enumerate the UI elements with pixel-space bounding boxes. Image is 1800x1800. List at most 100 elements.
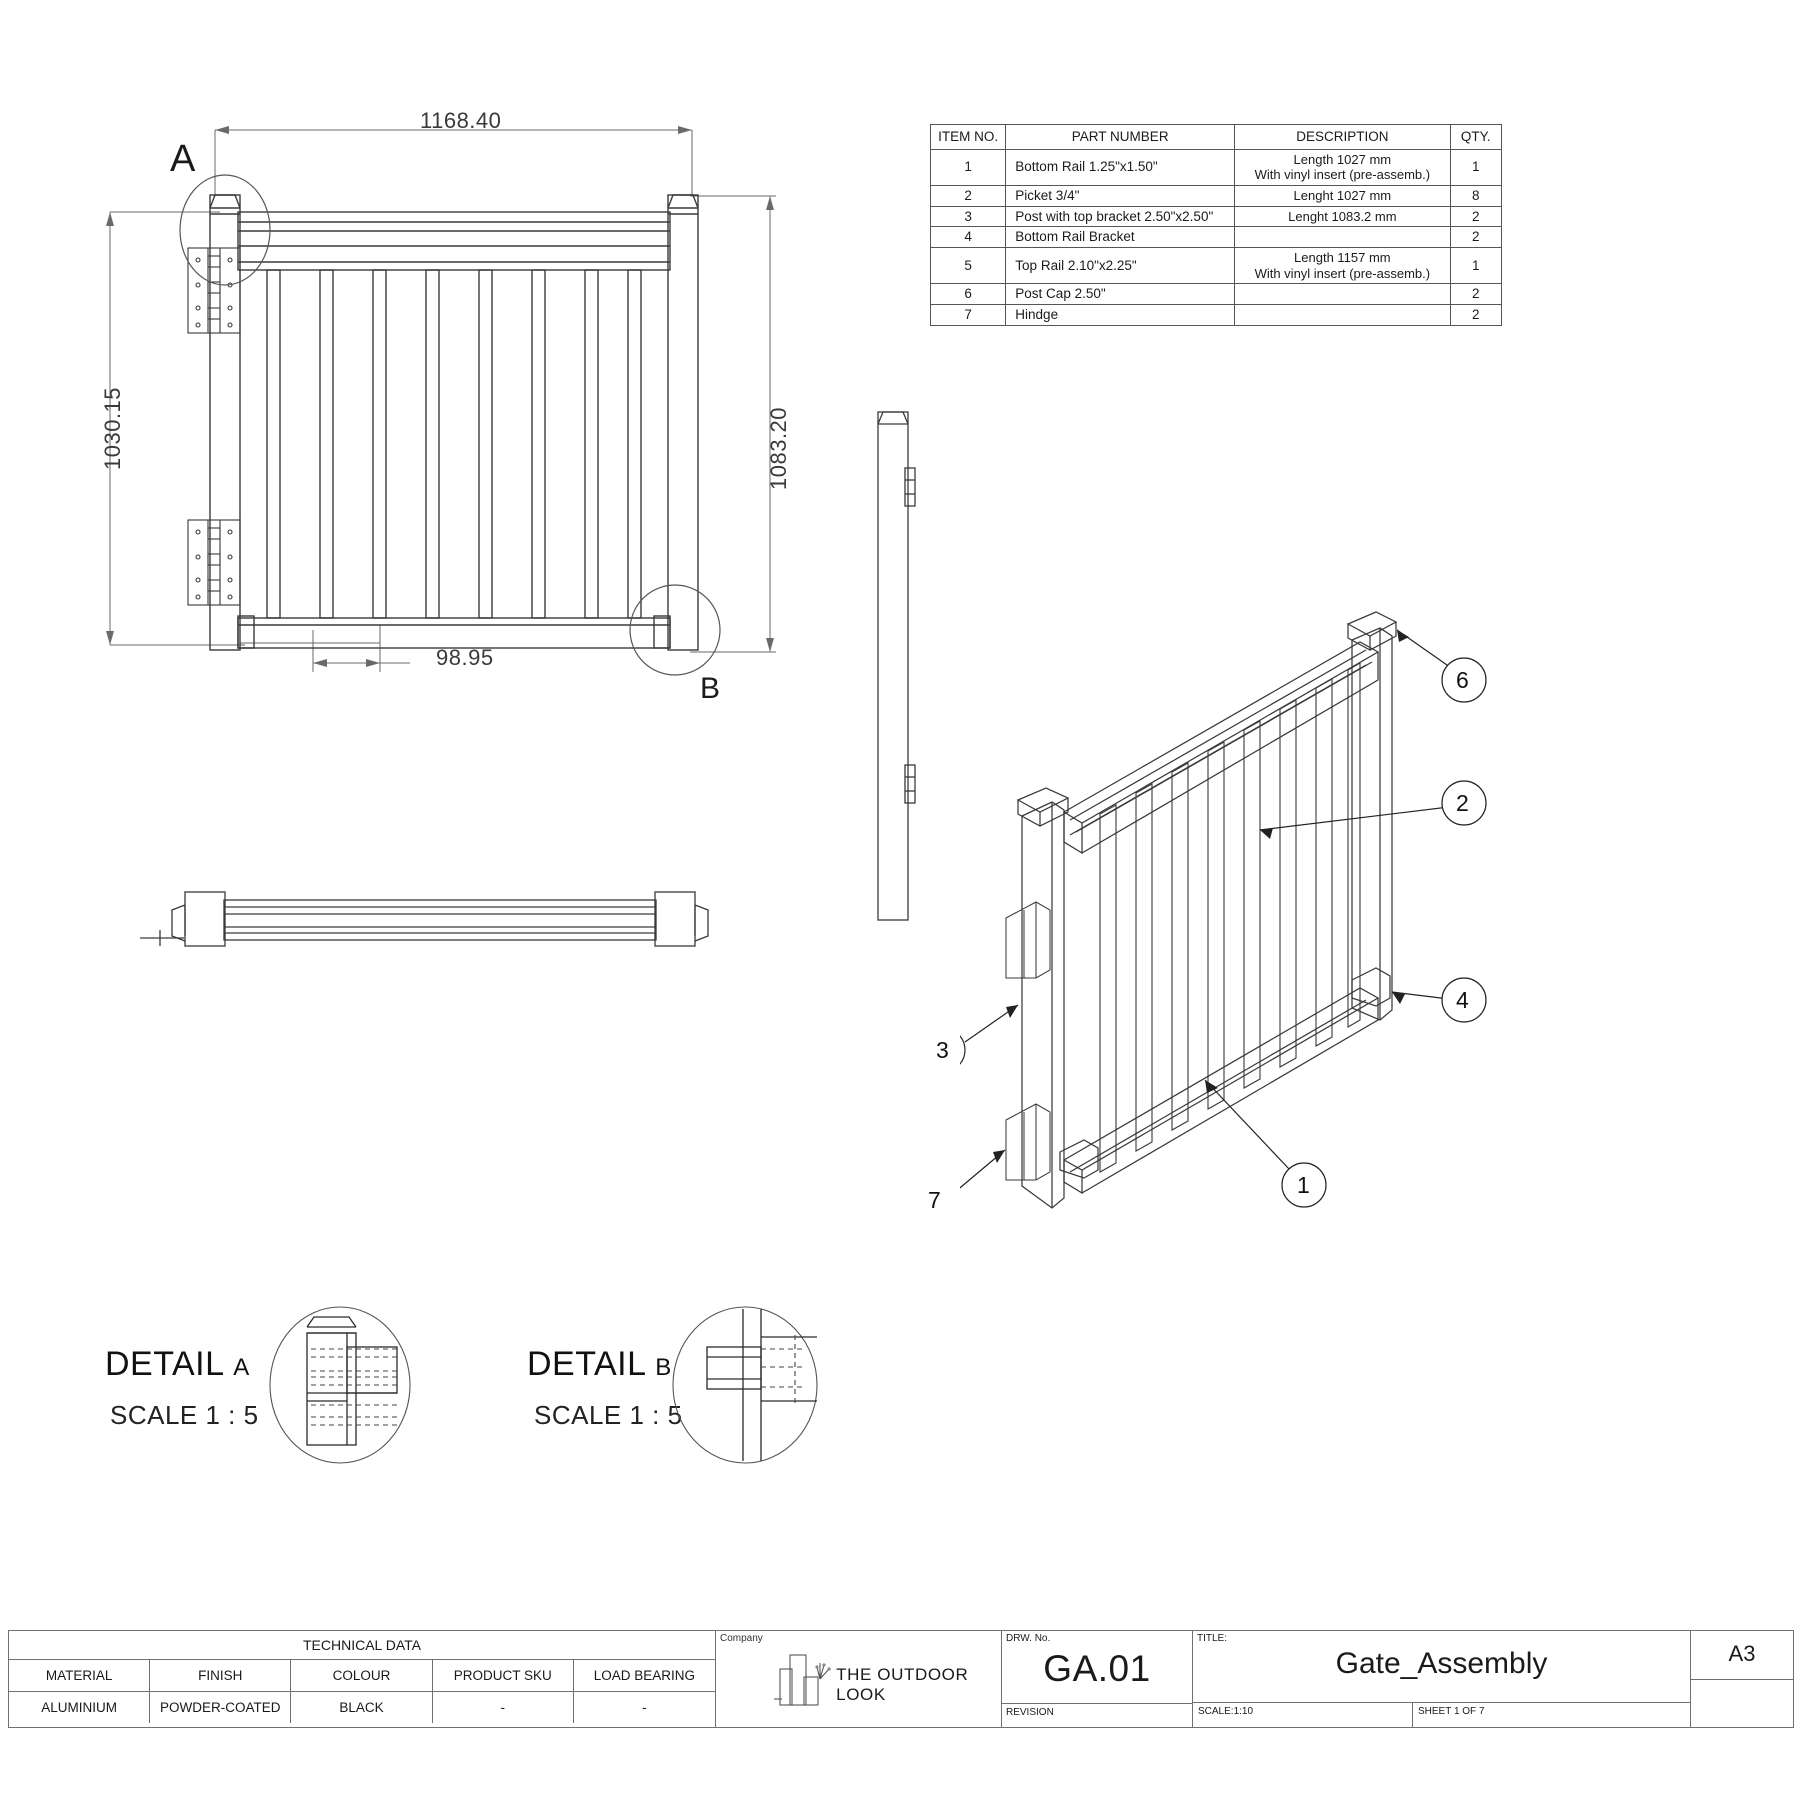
- cell-part: Picket 3/4": [1005, 184, 1236, 207]
- balloon-label-6: 6: [1456, 667, 1469, 693]
- cell-description: [1234, 283, 1451, 305]
- sheet-size-block: A3: [1691, 1631, 1793, 1727]
- sheet-size-value: A3: [1728, 1641, 1756, 1666]
- value-finish: POWDER-COATED: [150, 1691, 292, 1723]
- drw-no-label: DRW. No.: [1006, 1633, 1051, 1644]
- company-block: Company THE OUTDOOR LOOK: [716, 1631, 1002, 1727]
- header-item-no: ITEM NO.: [929, 124, 1007, 150]
- detail-circle-a: [179, 174, 271, 286]
- detail-a-title-text: DETAIL: [105, 1345, 224, 1383]
- balloon-label-2: 2: [1456, 790, 1469, 816]
- cell-item: 6: [929, 283, 1007, 305]
- table-row: 1 Bottom Rail 1.25"x1.50" Length 1027 mm…: [929, 148, 1503, 186]
- table-row: 5 Top Rail 2.10"x2.25" Length 1157 mm Wi…: [929, 247, 1503, 284]
- detail-b-geometry: [672, 1306, 818, 1464]
- value-product-sku: -: [432, 1691, 574, 1723]
- table-row: 4 Bottom Rail Bracket 2: [929, 226, 1503, 249]
- balloon-leaders: [960, 629, 1487, 1208]
- header-finish: FINISH: [150, 1659, 292, 1691]
- desc-line-1: Length 1157 mm: [1294, 250, 1391, 266]
- bill-of-materials-table: ITEM NO. PART NUMBER DESCRIPTION QTY. 1 …: [929, 124, 1503, 326]
- cell-part: Post with top bracket 2.50"x2.50": [1005, 205, 1236, 228]
- desc-line-2: With vinyl insert (pre-assemb.): [1254, 265, 1431, 281]
- cell-item: 3: [929, 205, 1007, 228]
- cell-part: Hindge: [1005, 303, 1236, 326]
- cell-qty: 2: [1449, 226, 1503, 249]
- isometric-assembly-view: [960, 611, 1487, 1209]
- cell-part: Top Rail 2.10"x2.25": [1005, 247, 1236, 284]
- header-description: DESCRIPTION: [1234, 124, 1451, 150]
- title-label: TITLE:: [1197, 1633, 1228, 1644]
- scale-sheet-row: SCALE:1:10 SHEET 1 OF 7: [1193, 1702, 1690, 1727]
- dim-picket-spacing: 98.95: [436, 645, 494, 670]
- balloon-label-1: 1: [1297, 1172, 1310, 1198]
- detail-b-letter: B: [655, 1354, 672, 1381]
- cell-description: Lenght 1027 mm: [1234, 184, 1451, 207]
- technical-data-title: TECHNICAL DATA: [303, 1637, 421, 1653]
- plan-edge-view: [140, 891, 709, 947]
- value-load-bearing: -: [573, 1691, 716, 1723]
- drawing-number-block: DRW. No. GA.01 REVISION: [1002, 1631, 1193, 1727]
- header-qty: QTY.: [1449, 124, 1503, 150]
- cell-part: Bottom Rail 1.25"x1.50": [1005, 148, 1236, 186]
- detail-circle-b: [629, 584, 721, 676]
- cell-description: [1234, 226, 1451, 249]
- desc-line-1: Length 1027 mm: [1293, 151, 1392, 167]
- gate-elevation-geometry: [187, 194, 699, 651]
- detail-a-title: DETAIL A: [105, 1345, 250, 1384]
- table-row: 7 Hindge 2: [929, 303, 1503, 326]
- cell-description: Lenght 1083.2 mm: [1234, 205, 1451, 228]
- sheet-number-value: SHEET 1 OF 7: [1418, 1706, 1485, 1717]
- outdoor-look-logo-icon: [774, 1654, 831, 1706]
- balloon-label-7: 7: [928, 1187, 941, 1213]
- sheet-size-divider: [1691, 1679, 1793, 1680]
- revision-label: REVISION: [1002, 1703, 1192, 1727]
- dim-overall-width: 1168.40: [420, 108, 502, 133]
- post-side-view: [877, 411, 916, 921]
- company-logo: THE OUTDOOR LOOK: [774, 1649, 1001, 1711]
- cell-description: [1234, 303, 1451, 326]
- cell-part: Bottom Rail Bracket: [1005, 226, 1236, 249]
- header-colour: COLOUR: [291, 1659, 433, 1691]
- cell-item: 2: [929, 184, 1007, 207]
- technical-data-block: TECHNICAL DATA MATERIAL FINISH COLOUR PR…: [9, 1631, 716, 1727]
- detail-label-b: B: [700, 672, 721, 705]
- technical-data-header-row: MATERIAL FINISH COLOUR PRODUCT SKU LOAD …: [9, 1659, 716, 1691]
- header-part-number: PART NUMBER: [1005, 124, 1236, 150]
- drawing-title-value: Gate_Assembly: [1335, 1647, 1548, 1680]
- front-elevation-view: [106, 126, 776, 676]
- detail-b-title-text: DETAIL: [527, 1345, 646, 1383]
- table-header-row: ITEM NO. PART NUMBER DESCRIPTION QTY.: [929, 124, 1503, 150]
- cell-part: Post Cap 2.50": [1005, 283, 1236, 305]
- detail-a-scale: SCALE 1 : 5: [110, 1400, 259, 1430]
- balloon-label-4: 4: [1456, 987, 1469, 1013]
- table-row: 6 Post Cap 2.50" 2: [929, 283, 1503, 305]
- company-name: THE OUTDOOR LOOK: [836, 1665, 969, 1704]
- cell-qty: 2: [1449, 303, 1503, 326]
- detail-callout-circles: [179, 174, 721, 676]
- drawing-number-value: GA.01: [1043, 1648, 1151, 1689]
- cell-qty: 8: [1449, 184, 1503, 207]
- cell-qty: 1: [1449, 148, 1503, 186]
- cell-qty: 2: [1449, 283, 1503, 305]
- value-material: ALUMINIUM: [9, 1691, 151, 1723]
- cell-item: 5: [929, 247, 1007, 284]
- technical-data-value-row: ALUMINIUM POWDER-COATED BLACK - -: [9, 1691, 716, 1723]
- detail-a-letter: A: [233, 1354, 250, 1381]
- dim-height-right: 1083.20: [766, 406, 791, 490]
- scale-value: SCALE:1:10: [1193, 1703, 1413, 1727]
- dim-height-left: 1030.15: [100, 386, 125, 470]
- cell-qty: 2: [1449, 205, 1503, 228]
- value-colour: BLACK: [291, 1691, 433, 1723]
- detail-b-scale: SCALE 1 : 5: [534, 1400, 683, 1430]
- table-row: 3 Post with top bracket 2.50"x2.50" Leng…: [929, 205, 1503, 228]
- detail-a-geometry: [269, 1306, 411, 1464]
- desc-line-2: With vinyl insert (pre-assemb.): [1254, 167, 1431, 183]
- header-product-sku: PRODUCT SKU: [432, 1659, 574, 1691]
- header-material: MATERIAL: [9, 1659, 151, 1691]
- detail-label-a: A: [170, 138, 196, 180]
- title-field-block: TITLE: Gate_Assembly SCALE:1:10 SHEET 1 …: [1193, 1631, 1691, 1727]
- cell-description: Length 1157 mm With vinyl insert (pre-as…: [1234, 247, 1451, 284]
- company-label: Company: [720, 1633, 763, 1644]
